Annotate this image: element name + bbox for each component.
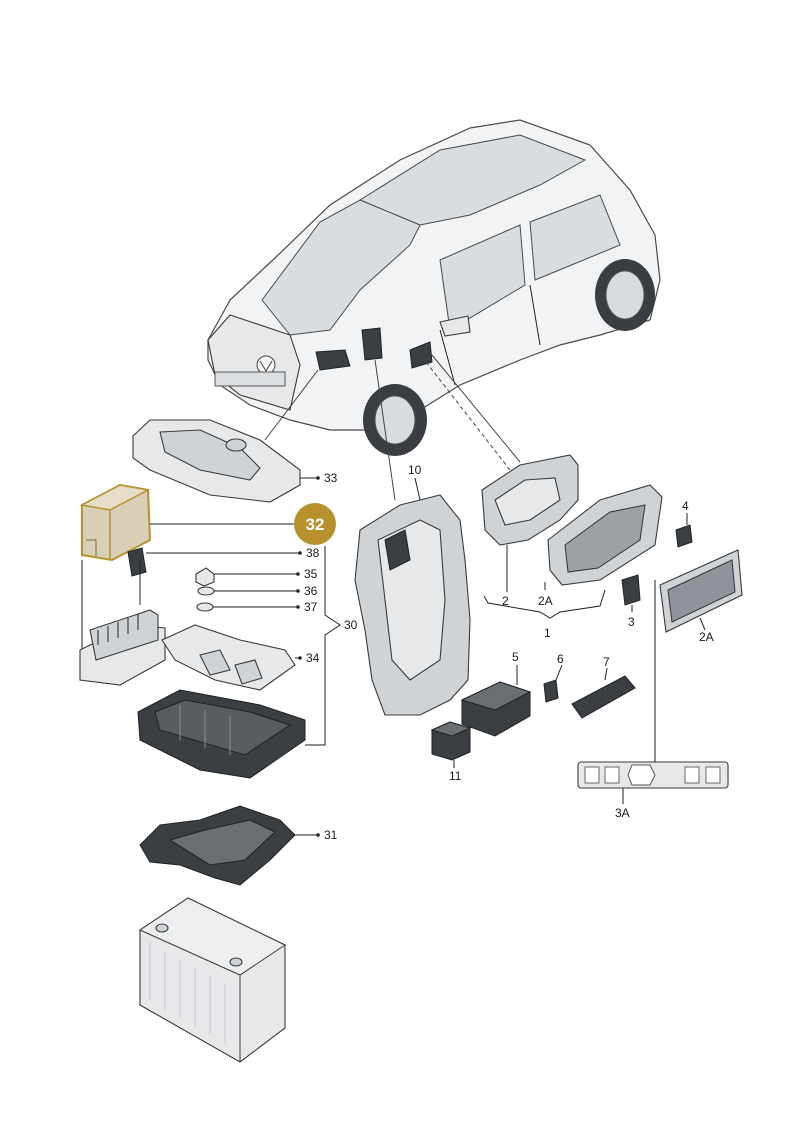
- callout-38: 38: [306, 546, 320, 560]
- part-31-tray: [139, 805, 320, 886]
- callout-10: 10: [408, 463, 422, 477]
- part-37-ring: [196, 602, 300, 612]
- callout-32-badge: [294, 503, 336, 545]
- callout-1: 1: [544, 626, 551, 640]
- part-38-fuse: [127, 547, 302, 577]
- part-2-cover: [481, 454, 579, 592]
- callout-5: 5: [512, 650, 519, 664]
- part-4-fuse: [675, 513, 693, 548]
- callout-1-bracket: [483, 589, 606, 619]
- part-33-cover: [132, 419, 320, 503]
- callout-31: 31: [324, 828, 338, 842]
- callout-30-bracket: [305, 546, 341, 746]
- callout-37: 37: [304, 600, 318, 614]
- part-10-bracket: [354, 477, 471, 716]
- callout-3a: 3A: [615, 806, 630, 820]
- callout-6: 6: [557, 652, 564, 666]
- part-3-fuse: [621, 574, 641, 612]
- part-32-relay: [79, 483, 152, 562]
- callout-4: 4: [682, 499, 689, 513]
- part-2a-fusebox: [544, 484, 663, 590]
- part-relay-base: [79, 560, 166, 686]
- car-leader-lines: [264, 354, 521, 501]
- part-2a-panel: [654, 549, 743, 762]
- part-fuse-holder-base: [137, 689, 306, 779]
- callout-30: 30: [344, 618, 358, 632]
- part-5-relay: [460, 665, 532, 737]
- callout-2a-top: 2A: [538, 594, 553, 608]
- callout-35: 35: [304, 567, 318, 581]
- part-34-busbar: [161, 624, 302, 691]
- part-7-strip: [571, 667, 636, 719]
- part-6-fuse: [543, 664, 563, 703]
- callout-11: 11: [449, 769, 462, 783]
- callout-34: 34: [306, 651, 320, 665]
- car-illustration: [207, 119, 661, 456]
- battery-illustration: [138, 897, 287, 1063]
- callout-2a-right: 2A: [699, 630, 714, 644]
- callout-36: 36: [304, 584, 318, 598]
- part-35-nut: [195, 567, 300, 587]
- part-11-relay: [430, 721, 472, 768]
- callout-7: 7: [603, 655, 610, 669]
- callout-3: 3: [628, 615, 635, 629]
- part-36-washer: [197, 586, 300, 596]
- callout-2: 2: [502, 594, 509, 608]
- part-3a-label-strip: [577, 761, 729, 804]
- callout-32: 32: [306, 515, 325, 534]
- callout-33: 33: [324, 471, 338, 485]
